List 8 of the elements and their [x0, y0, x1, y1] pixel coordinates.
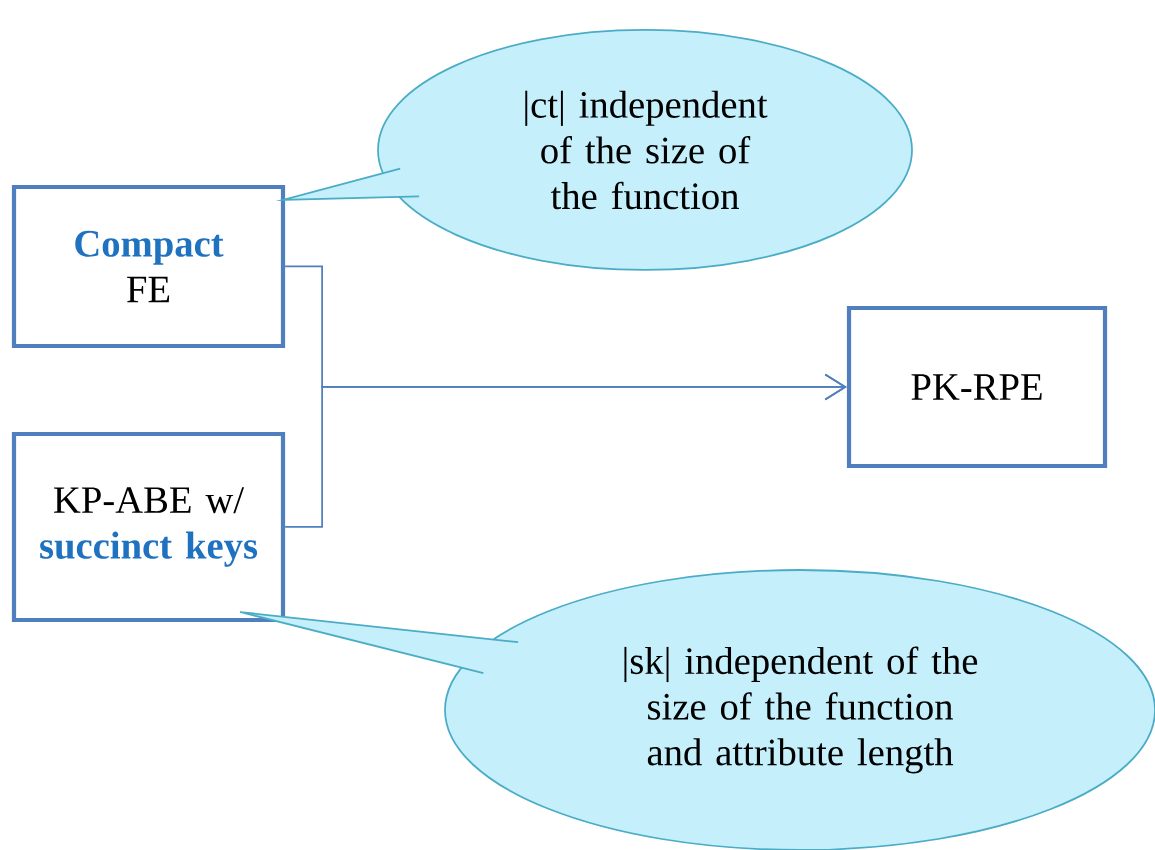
text-box: KP-ABE w/ succinct keys: [11, 431, 286, 623]
speech-bubble: [239, 569, 1155, 850]
speech-bubble: [275, 29, 913, 271]
text-box: Compact FE: [11, 184, 286, 349]
bubble-text: |sk| independent of the size of the function and attribute length: [624, 646, 978, 774]
text-box: PK-RPE: [846, 305, 1108, 469]
connector-arrow: [284, 373, 847, 528]
bubble-text: |ct| independent of the size of the function: [525, 90, 768, 210]
